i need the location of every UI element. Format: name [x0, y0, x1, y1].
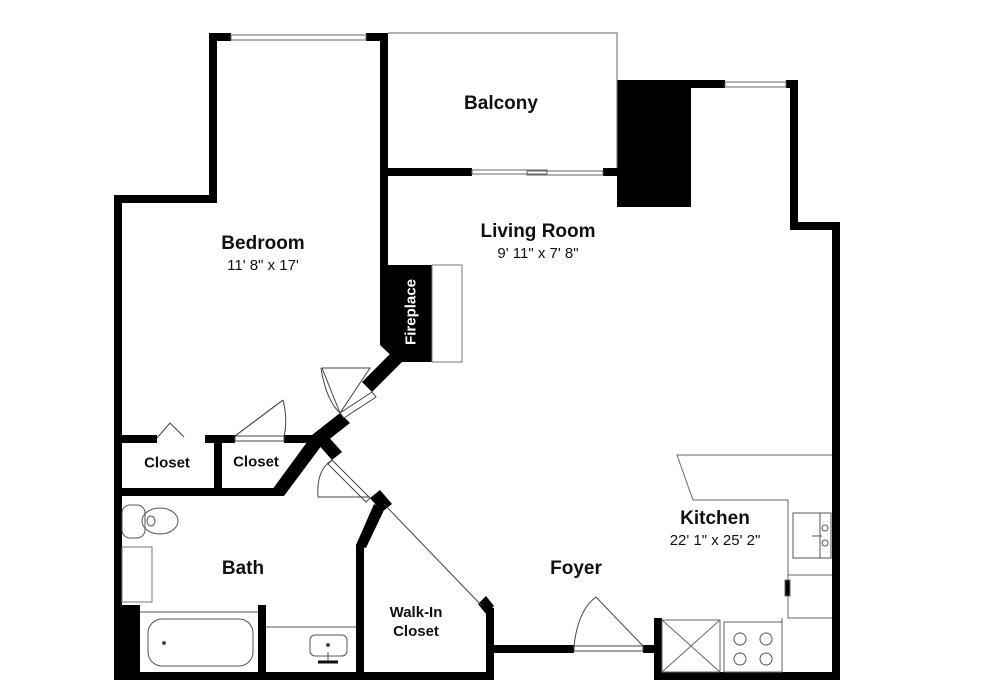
room-balcony: Balcony	[464, 93, 538, 115]
fireplace-hearth	[431, 264, 463, 363]
room-dimensions: 22' 1" x 25' 2"	[669, 532, 761, 549]
room-name: Balcony	[464, 93, 538, 114]
kitchen-counters	[661, 454, 832, 673]
room-dimensions: 11' 8" x 17'	[227, 257, 299, 274]
room-name: Bedroom	[221, 233, 305, 254]
room-name-line2: Closet	[393, 623, 439, 640]
room-bedroom: Bedroom 11' 8" x 17'	[221, 233, 304, 275]
bathtub-icon	[140, 611, 258, 667]
kitchen-sink-icon	[792, 512, 832, 559]
fireplace-label: Fireplace	[402, 279, 420, 345]
room-living-room: Living Room 9' 11" x 7' 8"	[480, 221, 595, 263]
bath-vanity-shelf	[121, 546, 153, 603]
doors	[156, 367, 644, 652]
room-name: Living Room	[480, 221, 596, 242]
room-dimensions: 9' 11" x 7' 8"	[497, 245, 579, 262]
room-name: Bath	[221, 558, 265, 579]
room-closet-right: Closet	[233, 453, 279, 472]
room-name: Closet	[144, 454, 190, 472]
room-kitchen: Kitchen 22' 1" x 25' 2"	[670, 508, 761, 550]
room-walk-in-closet: Walk-In Closet	[390, 603, 443, 641]
room-name: Foyer	[550, 558, 602, 579]
room-name: Closet	[233, 453, 279, 471]
room-bath: Bath	[222, 558, 264, 580]
room-name: Kitchen	[680, 508, 750, 529]
walls	[114, 33, 840, 680]
room-name-line1: Walk-In	[389, 604, 443, 621]
room-closet-left: Closet	[144, 454, 190, 473]
range-stove-icon	[733, 632, 773, 666]
bath-sink-icon	[266, 626, 356, 664]
room-foyer: Foyer	[550, 558, 602, 580]
windows	[230, 32, 787, 176]
toilet-icon	[121, 504, 179, 539]
